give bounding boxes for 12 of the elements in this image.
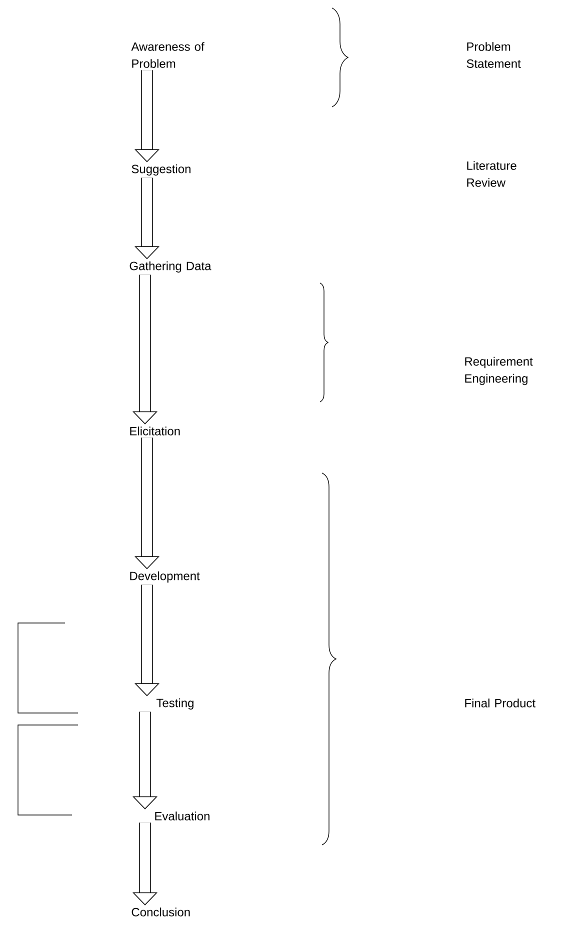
step-label: Testing <box>156 698 194 710</box>
phase-label: Problem Statement <box>466 42 521 68</box>
step-label: Conclusion <box>132 908 190 916</box>
step-label: Awareness of Problem <box>131 42 204 68</box>
phase-label: Literature Review <box>467 161 516 187</box>
phase-label: Requirement Engineering <box>465 356 533 386</box>
phase-label: Final Product <box>465 698 536 708</box>
step-label: Evaluation <box>155 812 210 820</box>
step-label: Development <box>130 571 200 583</box>
step-label: Elicitation <box>130 426 180 436</box>
step-label: Suggestion <box>132 164 190 176</box>
step-label: Gathering Data <box>130 261 212 273</box>
